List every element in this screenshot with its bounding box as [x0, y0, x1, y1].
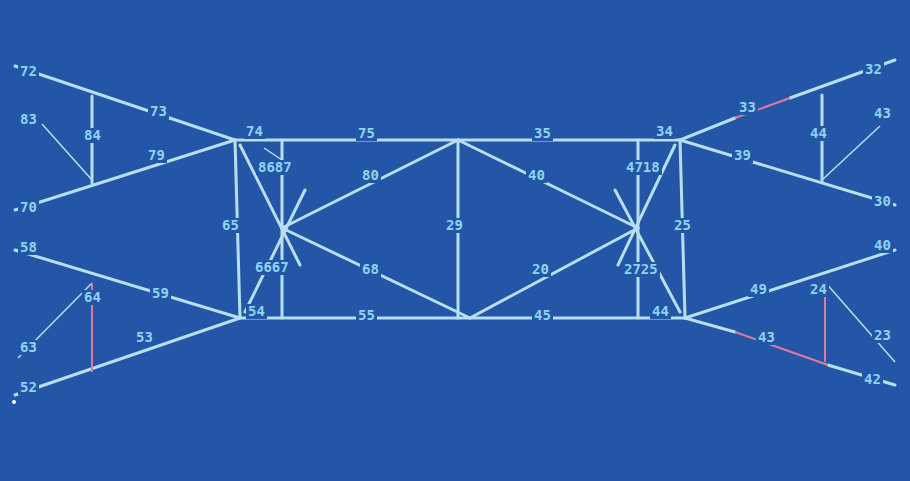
member-number: 43 — [872, 106, 893, 121]
member-number: 32 — [863, 62, 884, 77]
member-number: 75 — [356, 126, 377, 141]
member-number: 68 — [360, 262, 381, 277]
member-number: 40 — [526, 168, 547, 183]
member-number: 29 — [444, 218, 465, 233]
member-number: 80 — [360, 168, 381, 183]
member-number: 24 — [808, 282, 829, 297]
member-number: 44 — [808, 126, 829, 141]
member-number: 59 — [150, 286, 171, 301]
member-number: 44 — [650, 304, 671, 319]
member-number: 63 — [18, 340, 39, 355]
member-number: 45 — [532, 308, 553, 323]
member-number: 34 — [654, 124, 675, 139]
member-number: 70 — [18, 200, 39, 215]
member-number: 23 — [872, 328, 893, 343]
member-number: 4718 — [624, 160, 662, 175]
member-number: 83 — [18, 112, 39, 127]
member-number: 20 — [530, 262, 551, 277]
member-number: 54 — [246, 304, 267, 319]
member-number: 64 — [82, 290, 103, 305]
member-number: 35 — [532, 126, 553, 141]
member-number: 2725 — [622, 262, 660, 277]
member-number: 84 — [82, 128, 103, 143]
member-number: 42 — [862, 372, 883, 387]
member-number: 73 — [148, 104, 169, 119]
member-number: 30 — [872, 194, 893, 209]
member-number: 6667 — [253, 260, 291, 275]
member-number: 53 — [134, 330, 155, 345]
member-number: 8687 — [256, 160, 294, 175]
member-number: 65 — [220, 218, 241, 233]
member-number: 43 — [756, 330, 777, 345]
member-number: 52 — [18, 380, 39, 395]
member-number: 79 — [146, 148, 167, 163]
member-number: 58 — [18, 240, 39, 255]
member-number: 49 — [748, 282, 769, 297]
member-number: 39 — [732, 148, 753, 163]
member-number: 55 — [356, 308, 377, 323]
member-number: 72 — [18, 64, 39, 79]
member-number: 25 — [672, 218, 693, 233]
member-number: 40 — [872, 238, 893, 253]
member-number: 33 — [737, 100, 758, 115]
member-number: 74 — [244, 124, 265, 139]
